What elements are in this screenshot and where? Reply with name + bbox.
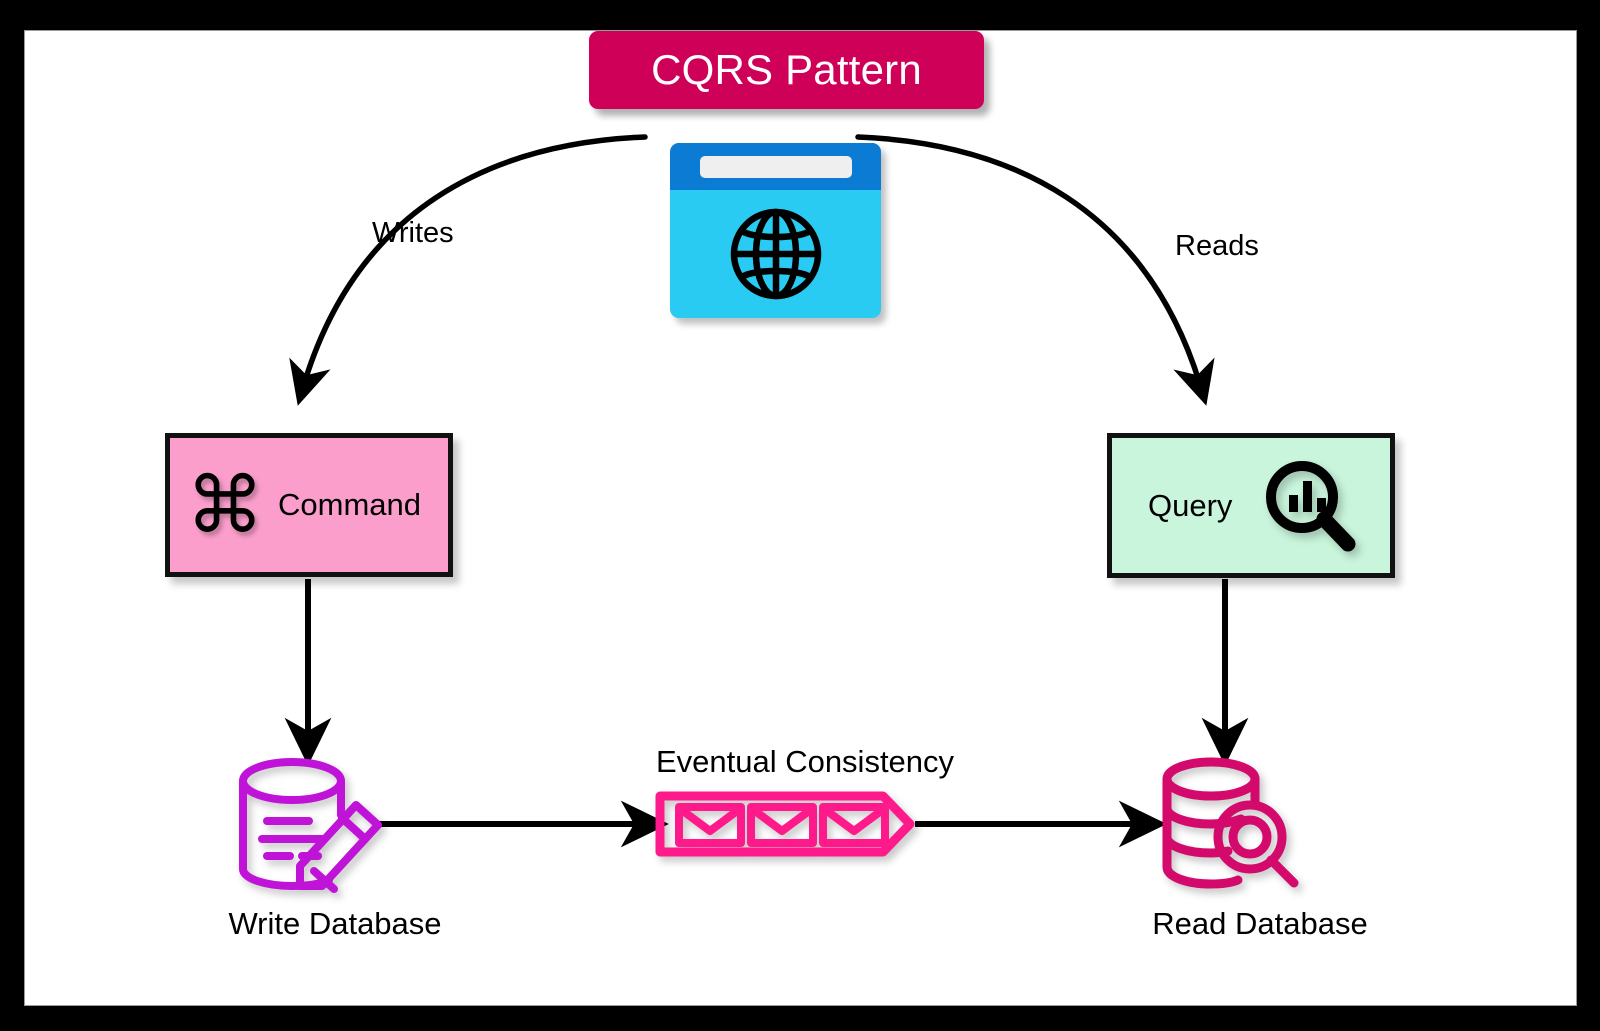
queue-caption: Eventual Consistency — [655, 744, 955, 779]
node-message-queue[interactable] — [655, 791, 915, 862]
node-command[interactable]: ⌘ Command — [165, 433, 453, 577]
envelope-queue-icon — [655, 791, 915, 857]
edge-label-reads: Reads — [1175, 230, 1259, 262]
command-key-icon: ⌘ — [186, 461, 264, 549]
node-read-database[interactable] — [1155, 753, 1305, 898]
node-web-browser[interactable] — [670, 143, 881, 318]
node-query[interactable]: Query — [1107, 433, 1395, 578]
browser-url-bar — [699, 155, 852, 178]
node-read-database-label: Read Database — [1152, 906, 1368, 941]
diagram-canvas: CQRS Pattern W — [25, 31, 1576, 1005]
edge-browser-to-command — [289, 134, 648, 406]
node-command-label: Command — [278, 487, 421, 522]
node-query-label: Query — [1148, 487, 1233, 523]
globe-icon — [730, 208, 821, 300]
edge-browser-to-query — [855, 134, 1215, 406]
browser-title-bar — [670, 143, 881, 190]
edge-label-writes: Writes — [372, 217, 454, 249]
node-write-database[interactable] — [230, 753, 385, 898]
diagram-title-badge: CQRS Pattern — [589, 31, 984, 109]
database-pencil-icon — [239, 758, 382, 893]
page-title: CQRS Pattern — [651, 46, 922, 93]
browser-viewport — [670, 190, 881, 318]
database-magnifier-icon — [1162, 757, 1299, 889]
node-write-database-label: Write Database — [228, 906, 442, 941]
magnifier-bar-chart-icon — [1262, 457, 1360, 555]
